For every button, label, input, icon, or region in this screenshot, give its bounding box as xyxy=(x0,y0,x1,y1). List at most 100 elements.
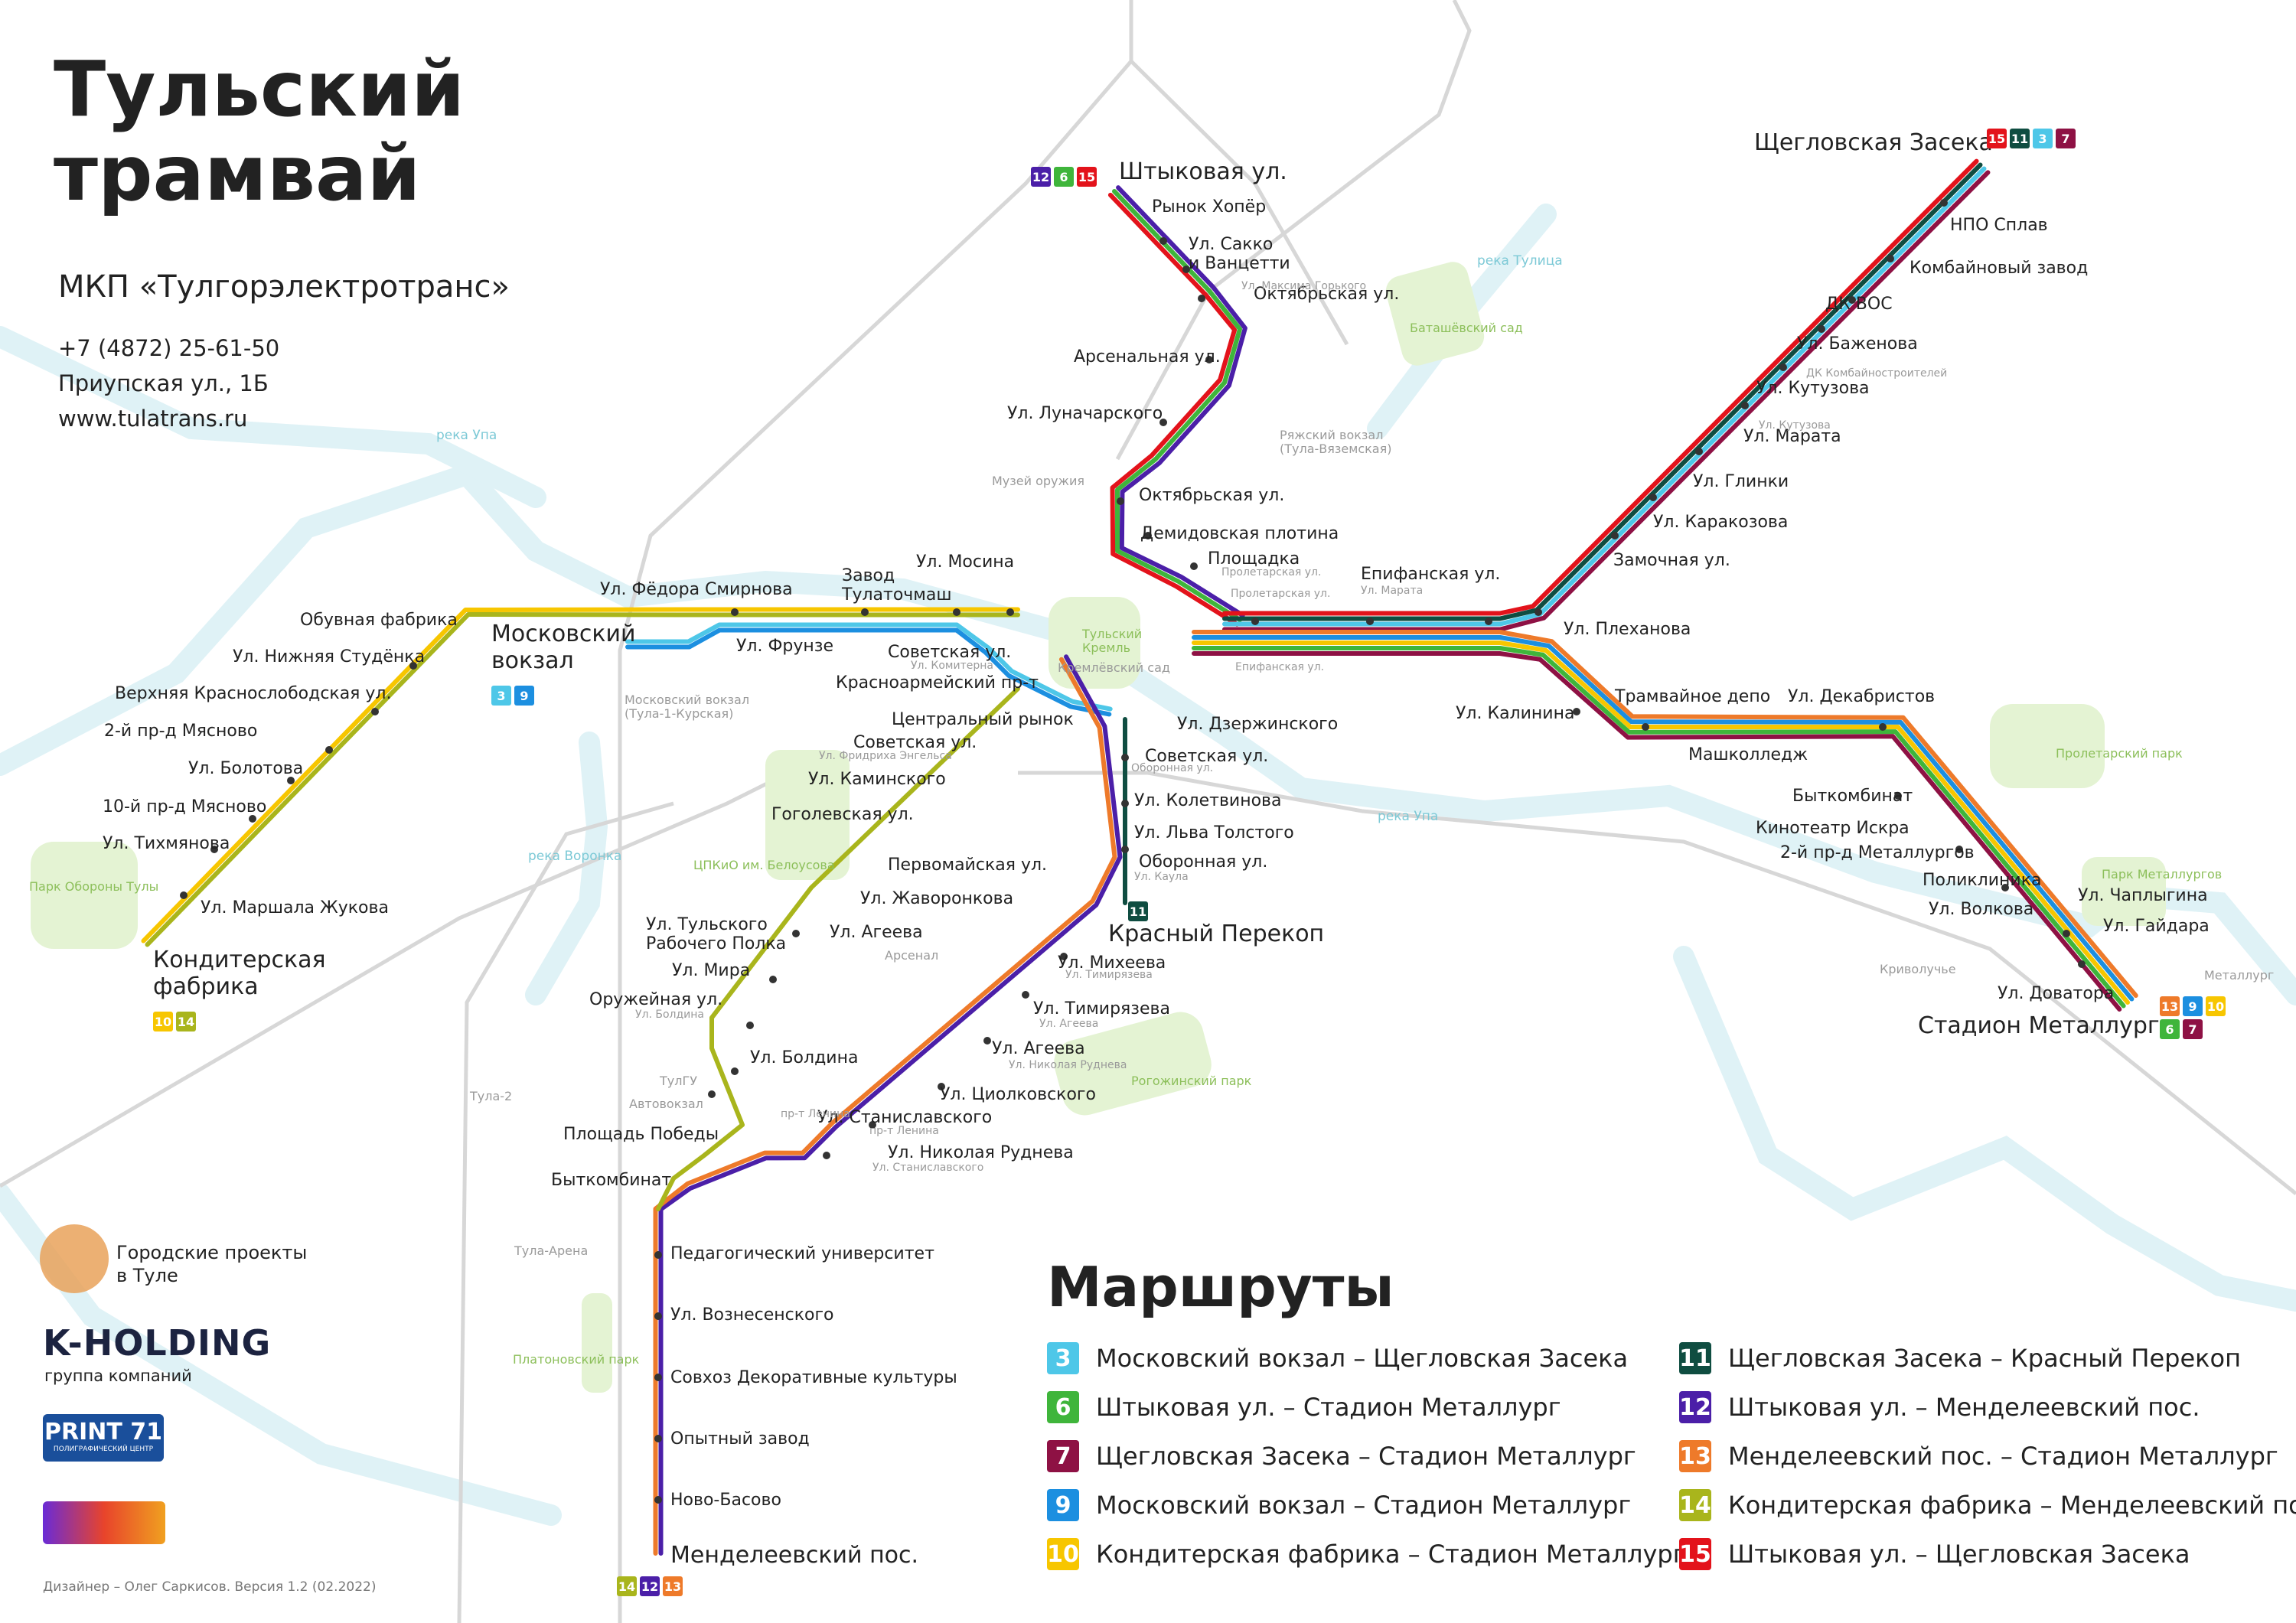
print71-logo: PRINT 71 ПОЛИГРАФИЧЕСКИЙ ЦЕНТР xyxy=(43,1414,164,1462)
landmark-label: Ул. Комитерна xyxy=(911,660,993,672)
station-tick xyxy=(1006,608,1014,616)
station-tick xyxy=(249,815,256,823)
station-tick xyxy=(2063,930,2070,937)
route-badge[interactable]: 14 xyxy=(617,1576,637,1596)
legend-item-route-6[interactable]: 6 Штыковая ул. – Стадион Металлург xyxy=(1047,1390,1561,1425)
station-tick xyxy=(823,1152,830,1159)
route-badge[interactable]: 11 xyxy=(1128,901,1148,921)
route-badge[interactable]: 13 xyxy=(663,1576,683,1596)
city-projects-logo-icon xyxy=(40,1224,109,1293)
landmark-label: Ул. Болдина xyxy=(635,1009,705,1021)
station-label: Ул. Плеханова xyxy=(1564,620,1691,639)
station-label: Трамвайное депо xyxy=(1615,687,1771,706)
landmark-label: Ул. Каула xyxy=(1134,871,1189,883)
route-badge[interactable]: 15 xyxy=(1987,129,2007,148)
route-9-moscow-branch xyxy=(625,627,1112,717)
station-label: Оборонная ул. xyxy=(1139,852,1268,872)
station-label: Кинотеатр Искра xyxy=(1756,819,1910,838)
station-label: Ул. Циолковского xyxy=(940,1085,1096,1104)
tram-lines xyxy=(141,158,2138,1556)
landmark-label: Ул. Тимирязева xyxy=(1065,969,1153,981)
station-tick xyxy=(1879,723,1887,731)
station-label: Завод Тулаточмаш xyxy=(842,566,952,605)
contact-website[interactable]: www.tulatrans.ru xyxy=(58,406,248,432)
terminal-label: Щегловская Засека xyxy=(1754,129,1993,156)
station-label: Ул. Глинки xyxy=(1693,472,1789,491)
landmark-label: Криволучье xyxy=(1880,962,1956,976)
route-badge: 3 xyxy=(1047,1342,1079,1374)
legend-route-name: Кондитерская фабрика – Стадион Металлург xyxy=(1096,1540,1686,1569)
organization-name: МКП «Тулгорэлектротранс» xyxy=(58,269,510,305)
landmark-label: Ул. Фридриха Энгельса xyxy=(819,750,952,762)
kholding-logo: K-HOLDING xyxy=(43,1322,272,1364)
landmark-label: ЦПКиО им. Белоусова xyxy=(693,858,835,872)
station-label: Ул. Вознесенского xyxy=(670,1305,834,1325)
landmark-label: Пролетарская ул. xyxy=(1221,566,1322,578)
route-badge[interactable]: 3 xyxy=(2033,129,2053,148)
landmark-label: Баташёвский сад xyxy=(1410,321,1523,335)
landmark-label: река Упа xyxy=(1378,809,1439,824)
station-label: Ул. Тульского Рабочего Полка xyxy=(646,915,787,954)
landmark-label: Платоновский парк xyxy=(513,1352,640,1367)
station-label: Ул. Кутузова xyxy=(1756,379,1870,398)
route-badge[interactable]: 6 xyxy=(1054,167,1074,187)
route-badge: 6 xyxy=(1047,1391,1079,1423)
route-badge[interactable]: 6 xyxy=(2160,1019,2180,1039)
route-15-north-branch xyxy=(1107,192,1240,627)
legend-route-name: Штыковая ул. – Стадион Металлург xyxy=(1096,1393,1561,1422)
station-tick xyxy=(1642,723,1649,731)
route-badge[interactable]: 12 xyxy=(640,1576,660,1596)
station-tick xyxy=(1818,325,1825,333)
station-tick xyxy=(746,1022,754,1029)
station-tick xyxy=(210,846,218,853)
route-badge[interactable]: 9 xyxy=(2183,996,2203,1016)
route-badge[interactable]: 3 xyxy=(491,686,511,706)
designer-credit: Дизайнер – Олег Саркисов. Версия 1.2 (02… xyxy=(43,1579,377,1595)
route-badge[interactable]: 10 xyxy=(2206,996,2226,1016)
route-badge[interactable]: 10 xyxy=(153,1012,173,1031)
landmark-label: ТулГУ xyxy=(660,1074,697,1088)
station-label: Опытный завод xyxy=(670,1429,810,1449)
station-tick xyxy=(1144,532,1152,539)
route-badge[interactable]: 7 xyxy=(2183,1019,2203,1039)
city-projects-logo-text: Городские проекты в Туле xyxy=(116,1242,308,1286)
route-12-south-branch xyxy=(658,654,1123,1556)
route-badge: 14 xyxy=(1679,1489,1711,1521)
station-label: Педагогический университет xyxy=(670,1244,934,1263)
station-tick xyxy=(654,1374,662,1381)
route-badge[interactable]: 15 xyxy=(1077,167,1097,187)
station-label: Ул. Станиславского xyxy=(817,1108,993,1127)
route-badge[interactable]: 7 xyxy=(2056,129,2076,148)
route-badge[interactable]: 14 xyxy=(176,1012,196,1031)
route-badge[interactable]: 12 xyxy=(1031,167,1051,187)
route-badge[interactable]: 11 xyxy=(2010,129,2030,148)
route-badge[interactable]: 9 xyxy=(514,686,534,706)
station-label: Ул. Каракозова xyxy=(1653,513,1789,532)
terminal-label: Стадион Металлург xyxy=(1918,1012,2160,1039)
station-tick xyxy=(1117,497,1124,505)
station-label: Ул. Баженова xyxy=(1797,334,1918,354)
station-label: Ул. Фёдора Смирнова xyxy=(600,580,793,599)
landmark-label: Тульский Кремль xyxy=(1082,627,1143,656)
route-badge[interactable]: 13 xyxy=(2160,996,2180,1016)
station-label: Площадь Победы xyxy=(563,1125,719,1144)
landmark-label: Пролетарский парк xyxy=(2056,746,2183,761)
station-tick xyxy=(861,608,869,616)
station-label: 2-й пр-д Металлургов xyxy=(1780,843,1975,862)
station-label: Ул. Колетвинова xyxy=(1134,791,1282,810)
station-label: Ул. Калинина xyxy=(1456,704,1575,723)
contact-phone: +7 (4872) 25-61-50 xyxy=(58,335,280,361)
station-label: Ново-Басово xyxy=(670,1491,781,1510)
station-tick xyxy=(2001,884,2009,891)
